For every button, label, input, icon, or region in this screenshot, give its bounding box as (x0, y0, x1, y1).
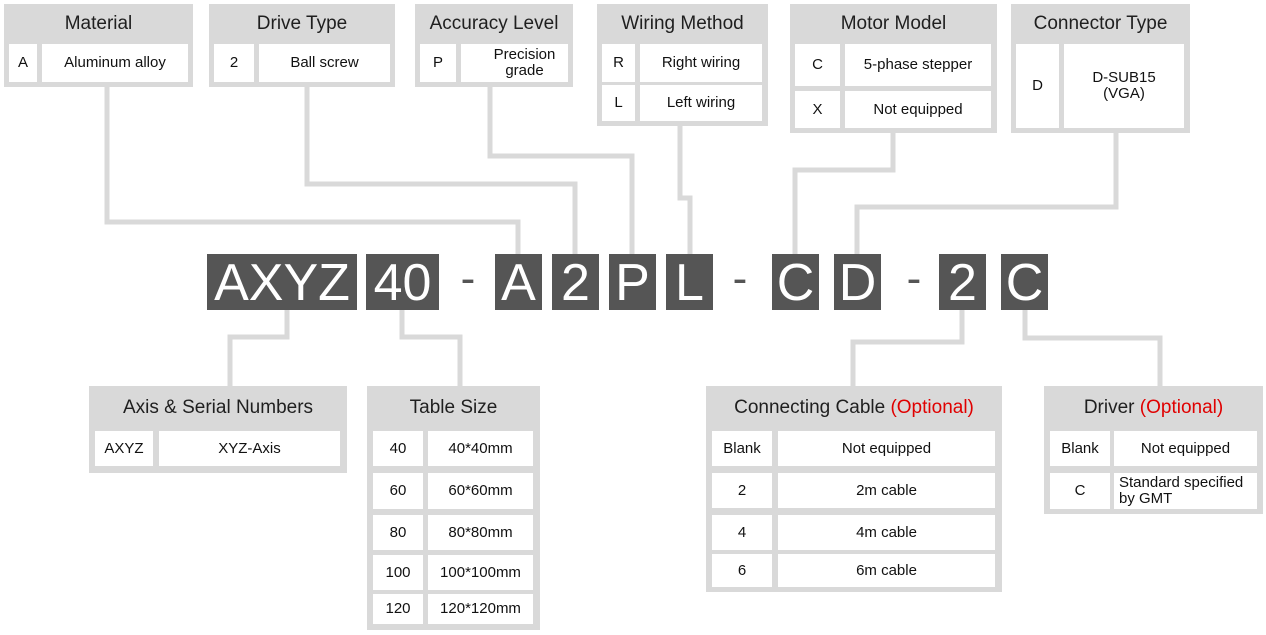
connector-panel: Connector Type D D-SUB15 (VGA) (1011, 4, 1190, 133)
code-dash: - (460, 254, 476, 303)
code-cable: 2 (939, 254, 986, 312)
connector-connector (854, 132, 1119, 254)
cable-optional-label: (Optional) (890, 397, 974, 418)
connector-title: Connector Type (1033, 13, 1168, 34)
material-code: A (9, 44, 37, 82)
code-material: A (495, 254, 542, 312)
connector-drive (304, 86, 578, 254)
axis-code: AXYZ (95, 431, 153, 466)
code-dash: - (732, 254, 748, 303)
cable-desc-6: 6m cable (778, 554, 995, 587)
connector-cable (850, 310, 965, 388)
accuracy-title: Accuracy Level (429, 13, 559, 34)
cable-code-6: 6 (712, 554, 772, 587)
driver-title: Driver (Optional) (1044, 388, 1263, 428)
cable-title: Connecting Cable (Optional) (706, 388, 1002, 428)
accuracy-desc: Precision grade (461, 44, 568, 82)
driver-desc-blank: Not equipped (1114, 431, 1257, 466)
driver-optional-label: (Optional) (1139, 397, 1224, 418)
code-driver: C (1001, 254, 1048, 312)
material-title: Material (64, 13, 133, 34)
code-wiring: L (666, 254, 713, 312)
connector-motor (792, 132, 896, 254)
code-motor: C (772, 254, 819, 312)
connector-material (104, 86, 521, 254)
size-desc-120: 120*120mm (428, 594, 533, 624)
connector-accuracy (487, 86, 635, 254)
driver-panel: Driver (Optional) Blank Not equipped C S… (1044, 386, 1263, 514)
size-code-100: 100 (373, 555, 423, 590)
driver-code-c: C (1050, 473, 1110, 509)
motor-desc-x: Not equipped (845, 91, 991, 128)
size-code-60: 60 (373, 473, 423, 509)
drive-desc: Ball screw (259, 44, 390, 82)
cable-title-text: Connecting Cable (734, 397, 886, 418)
cable-panel: Connecting Cable (Optional) Blank Not eq… (706, 386, 1002, 592)
size-desc-80: 80*80mm (428, 515, 533, 550)
size-desc-60: 60*60mm (428, 473, 533, 509)
driver-title-text: Driver (1083, 397, 1135, 418)
cable-code-blank: Blank (712, 431, 772, 466)
material-desc: Aluminum alloy (42, 44, 188, 82)
wiring-code-r: R (602, 44, 635, 82)
cable-desc-4: 4m cable (778, 515, 995, 550)
motor-panel: Motor Model C 5-phase stepper X Not equi… (790, 4, 997, 133)
material-panel: Material A Aluminum alloy (4, 4, 193, 87)
connector-driver (1022, 310, 1163, 388)
motor-desc-c: 5-phase stepper (845, 44, 991, 86)
motor-code-x: X (795, 91, 840, 128)
motor-title: Motor Model (840, 13, 947, 34)
drive-panel: Drive Type 2 Ball screw (209, 4, 395, 87)
code-axis: AXYZ (207, 254, 357, 312)
accuracy-code: P (420, 44, 456, 82)
driver-desc-c: Standard specified by GMT (1114, 473, 1257, 509)
code-size: 40 (366, 254, 439, 312)
table-size-panel: Table Size 40 40*40mm 60 60*60mm 80 80*8… (367, 386, 540, 630)
drive-code: 2 (214, 44, 254, 82)
size-code-120: 120 (373, 594, 423, 624)
driver-code-blank: Blank (1050, 431, 1110, 466)
code-accuracy: P (609, 254, 656, 312)
size-code-40: 40 (373, 431, 423, 466)
table-size-title: Table Size (409, 397, 498, 418)
cable-desc-2: 2m cable (778, 473, 995, 508)
connector-code: D (1016, 44, 1059, 128)
connector-size (399, 310, 463, 388)
cable-code-2: 2 (712, 473, 772, 508)
axis-panel: Axis & Serial Numbers AXYZ XYZ-Axis (89, 386, 347, 473)
connector-desc: D-SUB15 (VGA) (1064, 44, 1184, 128)
motor-code-c: C (795, 44, 840, 86)
code-connector: D (834, 254, 881, 312)
connector-axis (227, 310, 290, 388)
code-drive: 2 (552, 254, 599, 312)
size-code-80: 80 (373, 515, 423, 550)
size-desc-40: 40*40mm (428, 431, 533, 466)
accuracy-panel: Accuracy Level P Precision grade (415, 4, 573, 87)
connector-wiring (677, 125, 693, 254)
axis-desc: XYZ-Axis (159, 431, 340, 466)
drive-title: Drive Type (256, 13, 348, 34)
cable-desc-blank: Not equipped (778, 431, 995, 466)
cable-code-4: 4 (712, 515, 772, 550)
axis-title: Axis & Serial Numbers (122, 397, 314, 418)
code-dash: - (906, 254, 922, 303)
wiring-desc-r: Right wiring (640, 44, 762, 82)
wiring-desc-l: Left wiring (640, 85, 762, 121)
wiring-title: Wiring Method (621, 13, 744, 34)
size-desc-100: 100*100mm (428, 555, 533, 590)
wiring-code-l: L (602, 85, 635, 121)
wiring-panel: Wiring Method R Right wiring L Left wiri… (597, 4, 768, 126)
